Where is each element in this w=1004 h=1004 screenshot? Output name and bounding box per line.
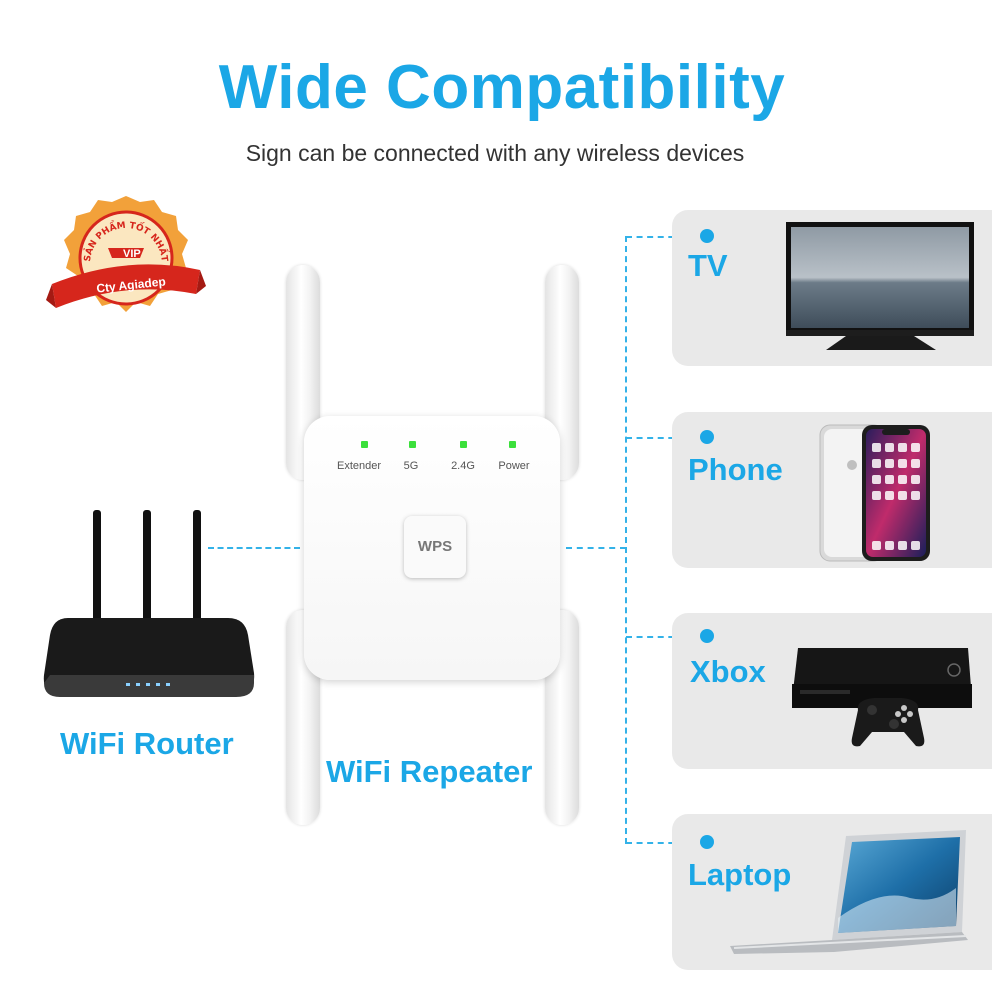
device-label-phone: Phone — [688, 452, 783, 487]
badge-vip-text: VIP — [123, 248, 141, 260]
router-label: WiFi Router — [60, 726, 234, 761]
laptop-icon — [730, 830, 968, 954]
repeater-device: Extender 5G 2.4G Power WPS — [304, 416, 560, 680]
tv-icon — [786, 222, 974, 350]
xbox-connector — [626, 636, 706, 638]
laptop-connector-dot — [700, 835, 714, 849]
quality-badge-icon: SẢN PHẨM TỐT NHẤT — [46, 196, 206, 312]
device-label-tv: TV — [688, 248, 728, 283]
5g-indicator-label: 5G — [403, 460, 419, 472]
device-bus-line — [625, 236, 627, 844]
2-4g-indicator-label: 2.4G — [451, 460, 475, 472]
tv-connector — [626, 236, 706, 238]
repeater-connector — [566, 547, 626, 549]
phone-connector-dot — [700, 430, 714, 444]
power-indicator-label: Power — [498, 460, 530, 472]
device-label-xbox: Xbox — [690, 654, 766, 689]
device-label-laptop: Laptop — [688, 857, 792, 892]
repeater-label: WiFi Repeater — [326, 754, 533, 789]
xbox-icon — [792, 648, 972, 747]
wps-button[interactable]: WPS — [404, 516, 466, 578]
extender-led — [361, 441, 368, 448]
page-subtitle: Sign can be connected with any wireless … — [245, 140, 745, 166]
laptop-connector — [626, 842, 706, 844]
router-connector — [208, 547, 300, 549]
tv-connector-dot — [700, 229, 714, 243]
phone-icon — [819, 424, 930, 562]
5g-led — [409, 441, 416, 448]
2-4g-led — [460, 441, 467, 448]
power-led — [509, 441, 516, 448]
phone-connector — [626, 437, 706, 439]
xbox-connector-dot — [700, 629, 714, 643]
page-title: Wide Compatibility — [218, 53, 786, 122]
router-icon — [43, 510, 255, 697]
extender-indicator-label: Extender — [336, 460, 382, 472]
